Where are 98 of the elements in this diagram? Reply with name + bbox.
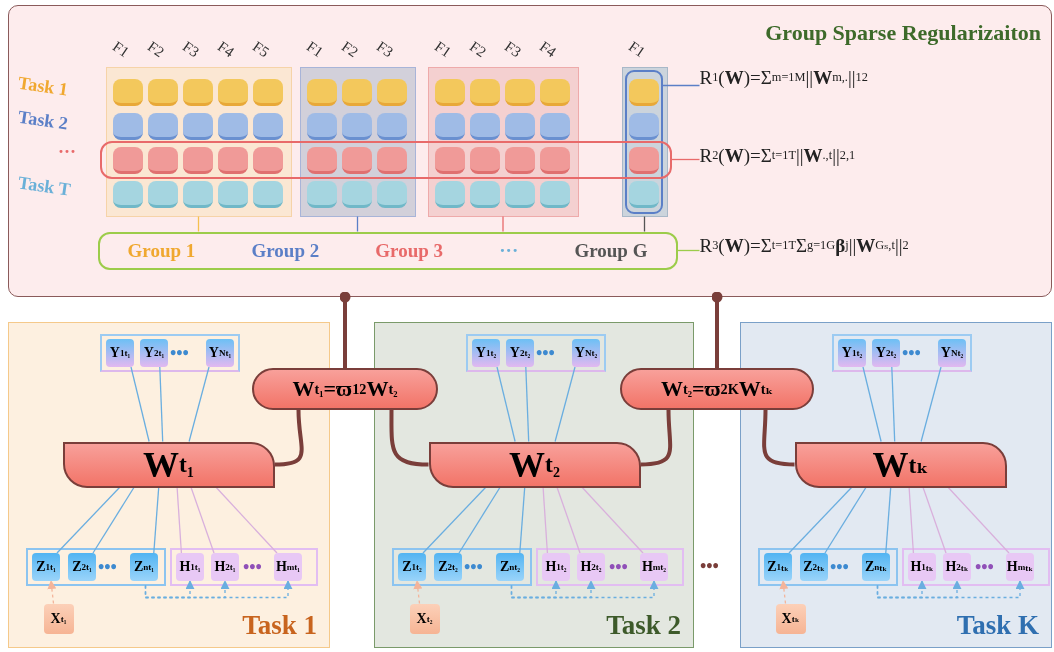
task-label: Task 1 xyxy=(16,72,70,101)
column-header: F5 xyxy=(248,37,272,61)
panel-title: Group Sparse Regularizaiton xyxy=(765,20,1041,46)
ellipsis: ••• xyxy=(609,557,628,578)
group-label: Group 1 xyxy=(127,239,196,262)
connector-line xyxy=(190,486,215,554)
connector-line xyxy=(670,158,701,161)
group-bracket-box xyxy=(97,231,678,270)
shared-row-frame xyxy=(757,547,898,586)
arrow xyxy=(413,580,423,605)
connector-line xyxy=(556,486,581,554)
weight-block: W$^{t₂}$ xyxy=(428,441,641,488)
column-header: F1 xyxy=(430,37,454,61)
dot-ended-line xyxy=(339,291,351,368)
column-header: F1 xyxy=(302,37,326,61)
connector-line xyxy=(159,366,164,443)
specific-row-frame xyxy=(901,547,1050,586)
ellipsis: ••• xyxy=(536,343,555,364)
ellipsis: ••• xyxy=(464,557,483,578)
group-label: Group 3 xyxy=(375,239,444,262)
connector-line xyxy=(458,486,501,554)
ellipsis: ••• xyxy=(902,343,921,364)
task-label: Task 2 xyxy=(16,106,70,135)
column-header: F3 xyxy=(178,37,202,61)
arrow xyxy=(47,580,57,605)
ellipsis: ••• xyxy=(700,556,719,577)
task-label: Task T xyxy=(16,172,72,201)
shared-row-frame xyxy=(25,547,166,586)
arrow xyxy=(510,580,659,599)
specific-row-frame xyxy=(169,547,318,586)
connector-line xyxy=(762,409,795,467)
connector-line xyxy=(92,486,135,554)
panel-heading: Task K xyxy=(956,610,1039,641)
connector-line xyxy=(153,486,160,554)
ellipsis: ••• xyxy=(98,557,117,578)
group-label: Group 2 xyxy=(251,239,320,262)
connector-line xyxy=(519,486,526,554)
connector-line xyxy=(885,486,892,554)
column-header: F3 xyxy=(372,37,396,61)
output-row-frame xyxy=(465,333,606,372)
group-label: ··· xyxy=(499,239,519,262)
connector-line xyxy=(922,486,947,554)
column-header: F4 xyxy=(213,37,237,61)
connector-line xyxy=(422,486,487,554)
weight-block: W$^{tₖ}$ xyxy=(794,441,1007,488)
dot-ended-line xyxy=(711,291,723,368)
connector-line xyxy=(862,366,882,443)
ellipsis: ••• xyxy=(243,557,262,578)
connector-line xyxy=(554,366,576,443)
connector-line xyxy=(643,215,646,233)
weight-block: W$^{t₁}$ xyxy=(62,441,275,488)
connector-line xyxy=(525,366,530,443)
connector-line xyxy=(502,215,504,233)
connector-line xyxy=(891,366,896,443)
column-header: F1 xyxy=(624,37,648,61)
row-outline xyxy=(99,140,672,179)
connector-line xyxy=(197,215,200,233)
connector-line xyxy=(389,410,429,467)
task-panel xyxy=(740,322,1052,648)
arrow xyxy=(876,580,1025,599)
ellipsis: ••• xyxy=(830,557,849,578)
connector-line xyxy=(542,486,549,554)
panel-heading: Task 1 xyxy=(242,610,317,641)
regularization-panel xyxy=(8,5,1052,297)
column-header: F2 xyxy=(337,37,361,61)
connector-line xyxy=(356,215,359,233)
output-row-frame xyxy=(99,333,240,372)
column-header: F2 xyxy=(143,37,167,61)
column-header: F4 xyxy=(535,37,559,61)
connector-line xyxy=(640,409,673,467)
specific-row-frame xyxy=(535,547,684,586)
ellipsis: ··· xyxy=(58,142,76,163)
connector-line xyxy=(788,486,853,554)
connector-line xyxy=(920,366,942,443)
group-label: Group G xyxy=(574,239,648,262)
panel-heading: Task 2 xyxy=(606,610,681,641)
connector-line xyxy=(824,486,867,554)
arrow xyxy=(779,580,789,605)
connector-line xyxy=(908,486,915,554)
connector-line xyxy=(188,366,210,443)
connector-line xyxy=(947,486,1010,554)
connector-line xyxy=(676,249,701,252)
column-header: F1 xyxy=(108,37,132,61)
connector-line xyxy=(496,366,516,443)
connector-line xyxy=(56,486,121,554)
connector-line xyxy=(130,366,150,443)
column-header: F3 xyxy=(500,37,524,61)
connector-line xyxy=(662,84,701,87)
ellipsis: ••• xyxy=(170,343,189,364)
ellipsis: ••• xyxy=(975,557,994,578)
output-row-frame xyxy=(831,333,972,372)
connector-line xyxy=(215,486,278,554)
shared-row-frame xyxy=(391,547,532,586)
connector-line xyxy=(581,486,644,554)
arrow xyxy=(144,580,293,599)
connector-line xyxy=(176,486,183,554)
column-header: F2 xyxy=(465,37,489,61)
connector-line xyxy=(274,409,304,467)
